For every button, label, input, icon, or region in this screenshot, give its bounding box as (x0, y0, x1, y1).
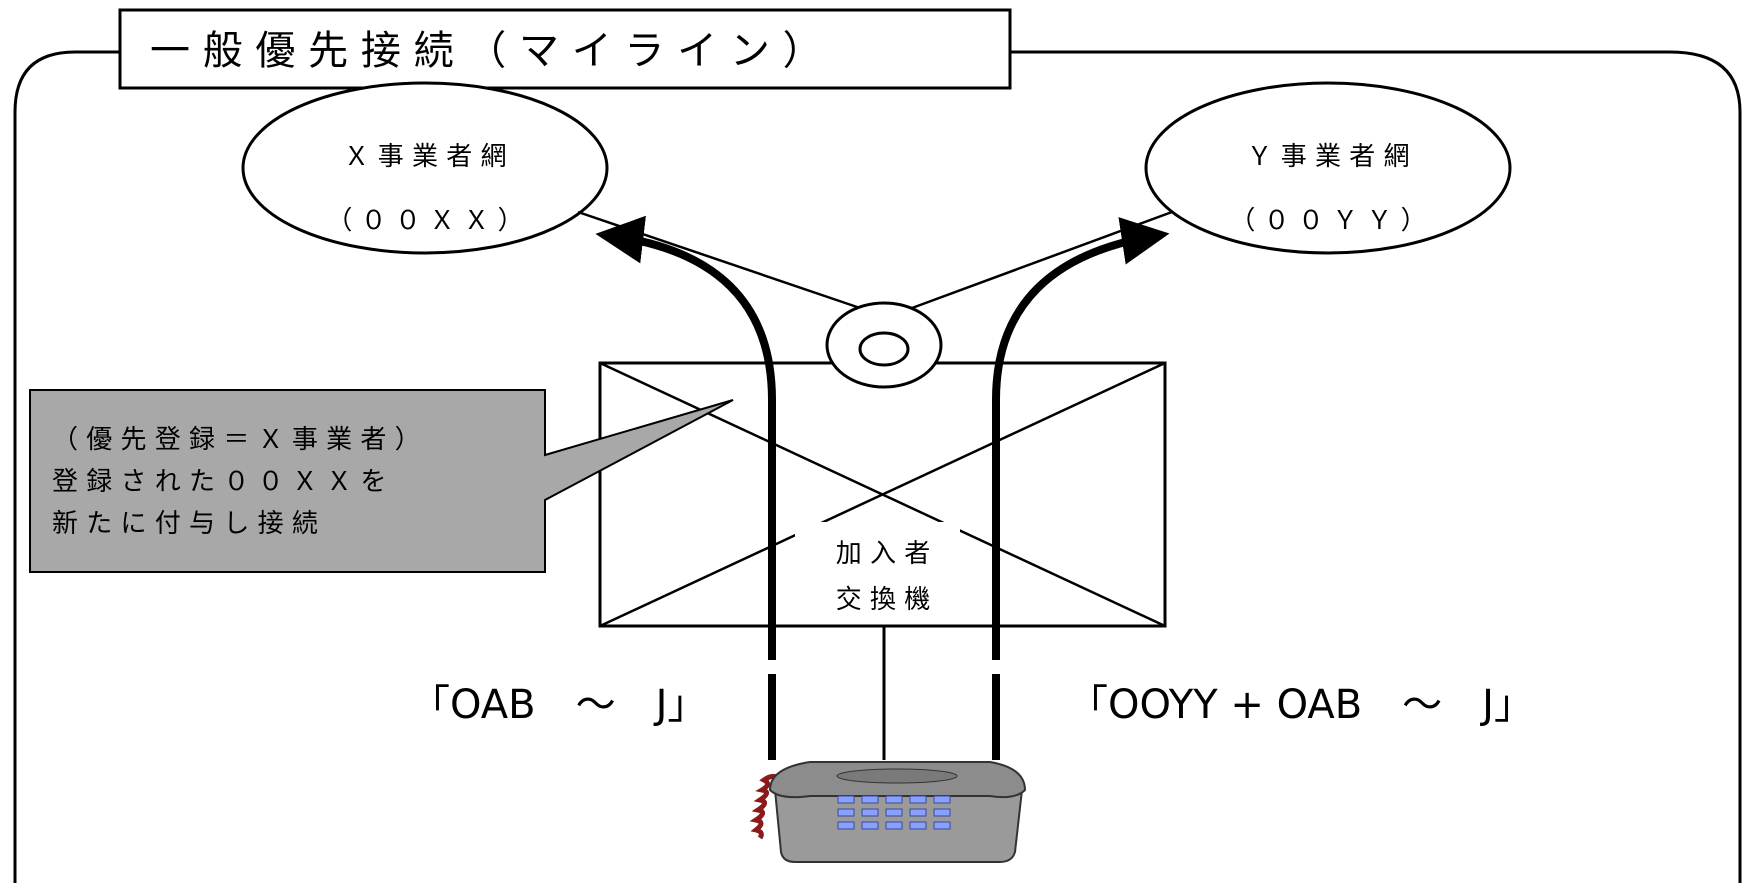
network-x: Ｘ 事 業 者 網 （ ０ ０ Ｘ Ｘ ） (241, 81, 609, 255)
priority-callout: （ 優 先 登 録 ＝ Ｘ 事 業 者 ） 登 録 さ れ た ０ ０ Ｘ Ｘ … (29, 389, 734, 573)
link-x-node (577, 210, 861, 310)
junction-node (825, 301, 943, 389)
route-x-arrow (595, 215, 776, 760)
link-y-node (911, 210, 1173, 310)
network-y: Ｙ 事 業 者 網 （ ０ ０ Ｙ Ｙ ） (1144, 81, 1512, 255)
phone-cord-icon (749, 773, 782, 840)
switch-label-2: 交 換 機 (836, 585, 931, 615)
callout-line-1: （ 優 先 登 録 ＝ Ｘ 事 業 者 ） (52, 425, 421, 455)
route-gap-right (990, 660, 1002, 674)
network-y-name: Ｙ 事 業 者 網 (1246, 142, 1409, 172)
telephone-icon (749, 761, 1027, 863)
callout-line-3: 新 た に 付 与 し 接 続 (52, 509, 318, 539)
phone-keypad (837, 795, 951, 830)
route-y-arrow (992, 217, 1170, 760)
title-box: 一 般 優 先 接 続 （ マ イ ラ イ ン ） (118, 8, 1012, 90)
subscriber-switch: 加 入 者 交 換 機 (598, 361, 1167, 628)
route-gap-left (766, 660, 778, 674)
network-x-name: Ｘ 事 業 者 網 (343, 142, 506, 172)
switch-label-1: 加 入 者 (836, 539, 931, 569)
dial-label-left: 「OAB ～ J」 (410, 682, 707, 728)
title: 一 般 優 先 接 続 （ マ イ ラ イ ン ） (150, 28, 823, 74)
outer-frame (13, 50, 1742, 883)
network-x-code: （ ０ ０ Ｘ Ｘ ） (326, 206, 523, 236)
callout-line-2: 登 録 さ れ た ０ ０ Ｘ Ｘ を (52, 467, 386, 497)
dial-label-right: 「OOYY + OAB ～ J」 (1068, 682, 1534, 728)
network-y-code: （ ０ ０ Ｙ Ｙ ） (1229, 206, 1426, 236)
